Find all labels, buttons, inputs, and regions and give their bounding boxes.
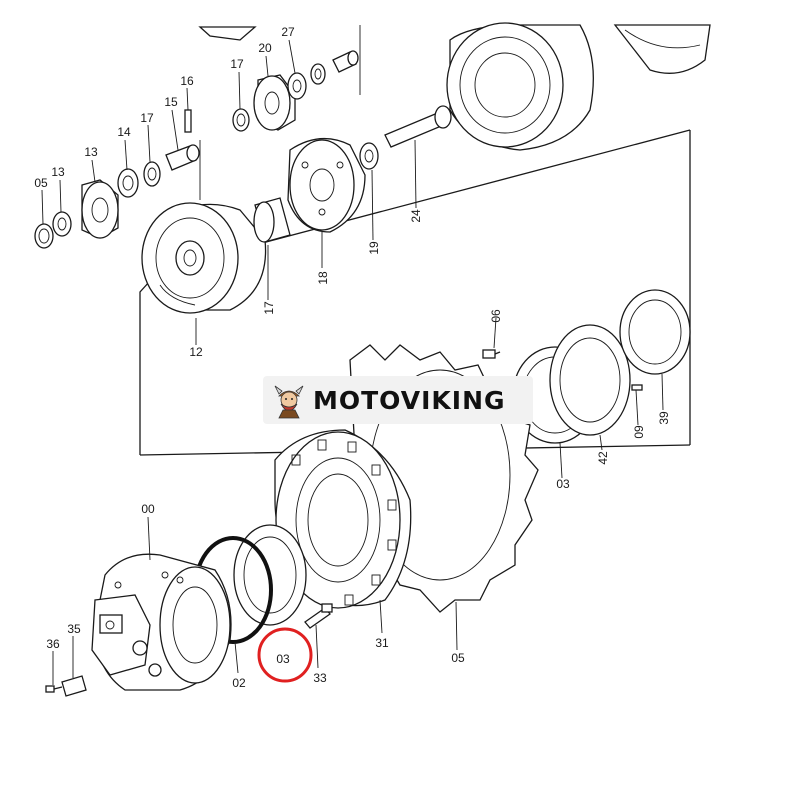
label-17-b: 17 (140, 111, 154, 125)
label-27: 27 (281, 25, 295, 39)
part-16-needle-bearing (253, 197, 291, 243)
part-ring-gear-housing (446, 22, 594, 151)
label-09: 09 (632, 425, 646, 439)
part-cover-top-right (613, 24, 711, 74)
label-42: 42 (596, 451, 610, 465)
part-17-washer-left (34, 223, 54, 249)
part-17-washer-upper (232, 108, 250, 132)
label-18: 18 (316, 271, 330, 285)
part-labels: 05 13 13 14 17 15 16 17 20 27 12 17 18 1… (34, 25, 671, 690)
part-20-gear (253, 74, 296, 131)
label-13-a: 13 (51, 165, 65, 179)
label-13-b: 14 (117, 125, 131, 139)
label-02: 02 (232, 676, 246, 690)
label-05: 05 (451, 651, 465, 665)
label-33: 33 (313, 671, 327, 685)
part-36-screw (45, 685, 63, 693)
leader-lines (41, 39, 664, 685)
part-17-washer (143, 161, 161, 187)
part-13-bearing-left (52, 211, 72, 237)
brand-name: MOTOVIKING (313, 385, 506, 415)
viking-mascot-icon (274, 385, 304, 419)
motoviking-logo: MOTOVIKING (263, 376, 533, 424)
part-31-hub (274, 429, 412, 609)
label-03-left: 03 (276, 652, 290, 666)
part-24-shaft (384, 105, 452, 148)
label-16: 17 (262, 301, 276, 315)
part-11-carrier (141, 202, 267, 314)
part-pin-top (332, 50, 359, 73)
part-13-bearing (117, 168, 139, 198)
part-12-gear (81, 179, 119, 239)
label-12: 13 (84, 145, 98, 159)
part-washer-small (310, 63, 326, 85)
label-17-c: 17 (230, 57, 244, 71)
label-17-a: 05 (34, 176, 48, 190)
label-39: 39 (657, 411, 671, 425)
part-15-roll-pin (184, 109, 192, 133)
part-35-plate (61, 675, 87, 697)
part-18-carrier (287, 137, 366, 233)
label-06: 06 (489, 309, 503, 323)
label-14: 15 (164, 95, 178, 109)
label-03-right: 03 (556, 477, 570, 491)
label-36: 36 (46, 637, 60, 651)
part-top-left-fragment (198, 26, 257, 41)
part-42-seal-ring (549, 324, 631, 436)
label-20: 20 (258, 41, 272, 55)
label-35: 35 (67, 622, 81, 636)
label-11: 12 (189, 345, 203, 359)
part-06-bolt (482, 349, 501, 359)
label-24: 24 (409, 209, 423, 223)
part-14-pin (165, 144, 200, 171)
label-31: 31 (375, 636, 389, 650)
label-15: 16 (180, 74, 194, 88)
part-19-thrust-washer (359, 142, 379, 170)
part-39-ring (619, 289, 691, 375)
part-27-bearing (287, 72, 307, 100)
highlight-circle-part-03 (257, 627, 313, 683)
part-09-pin (631, 384, 643, 391)
label-19: 19 (367, 241, 381, 255)
part-33-bolt (304, 603, 333, 629)
label-00: 00 (141, 502, 155, 516)
part-00-travel-motor (91, 553, 232, 691)
